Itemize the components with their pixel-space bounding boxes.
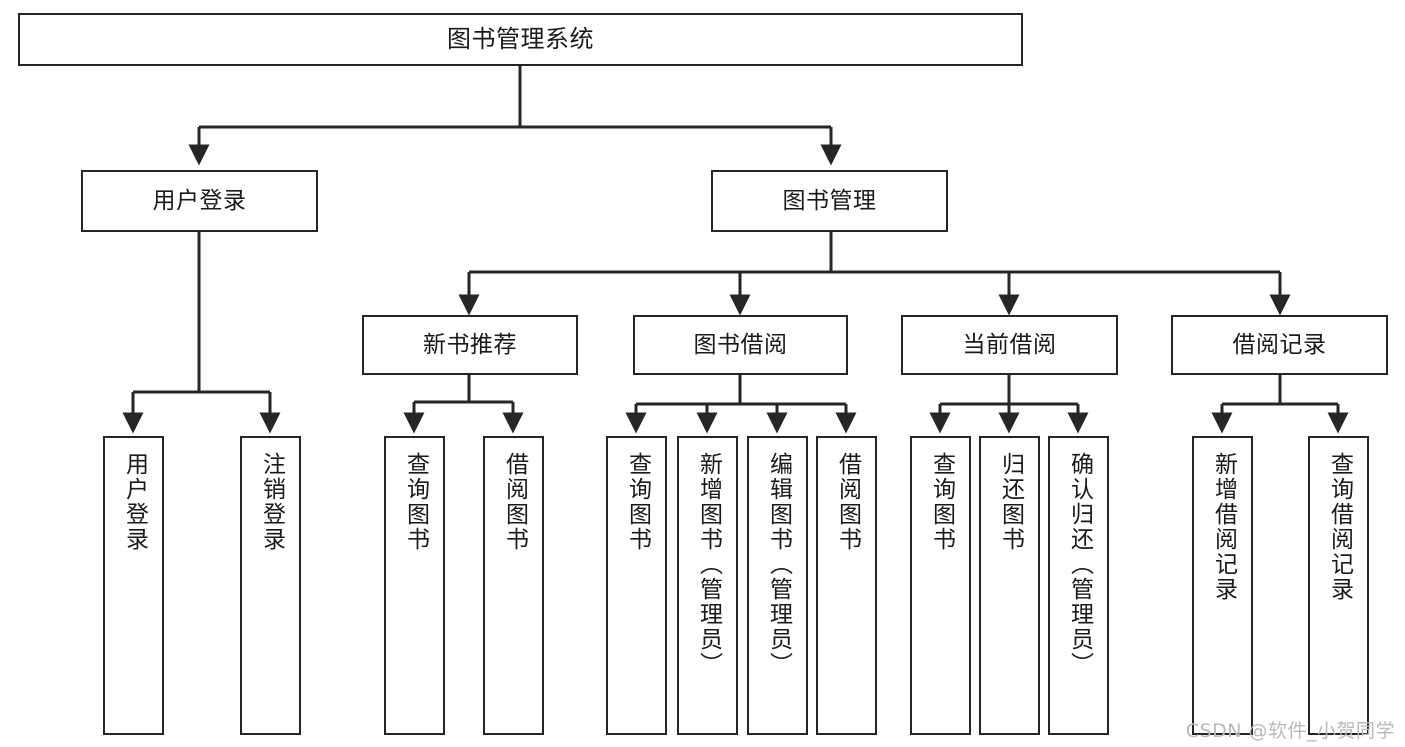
node-label: 查询图书 <box>624 452 651 552</box>
node-leaf-user-login[interactable]: 用户登录 <box>103 436 164 735</box>
node-leaf-query-book-1[interactable]: 查询图书 <box>384 436 445 735</box>
node-user-login[interactable]: 用户登录 <box>81 170 318 232</box>
node-leaf-edit-book-admin[interactable]: 编辑图书（管理员） <box>747 436 808 735</box>
node-leaf-query-book-2[interactable]: 查询图书 <box>606 436 667 735</box>
node-label: 当前借阅 <box>962 331 1057 358</box>
node-book-borrow[interactable]: 图书借阅 <box>633 315 848 375</box>
node-label: 新增图书（管理员） <box>695 452 722 677</box>
node-leaf-query-borrow-record[interactable]: 查询借阅记录 <box>1308 436 1369 735</box>
node-root[interactable]: 图书管理系统 <box>18 13 1023 66</box>
node-label: 查询借阅记录 <box>1326 452 1353 602</box>
node-leaf-borrow-book-2[interactable]: 借阅图书 <box>816 436 877 735</box>
node-book-management[interactable]: 图书管理 <box>711 170 948 232</box>
node-leaf-return-book[interactable]: 归还图书 <box>979 436 1040 735</box>
node-current-borrow[interactable]: 当前借阅 <box>901 315 1118 375</box>
node-label: 查询图书 <box>928 452 955 552</box>
node-label: 图书管理 <box>782 187 877 214</box>
node-leaf-add-borrow-record[interactable]: 新增借阅记录 <box>1192 436 1253 735</box>
node-new-book-recommend[interactable]: 新书推荐 <box>362 315 578 375</box>
node-label: 借阅图书 <box>834 452 861 552</box>
node-label: 新增借阅记录 <box>1210 452 1237 602</box>
node-label: 确认归还（管理员） <box>1066 452 1093 677</box>
node-label: 用户登录 <box>152 187 247 214</box>
node-label: 借阅图书 <box>501 452 528 552</box>
node-label: 借阅记录 <box>1232 331 1327 358</box>
node-label: 查询图书 <box>402 452 429 552</box>
node-leaf-borrow-book-1[interactable]: 借阅图书 <box>483 436 544 735</box>
node-leaf-query-book-3[interactable]: 查询图书 <box>910 436 971 735</box>
node-label: 注销登录 <box>258 452 285 552</box>
node-label: 图书管理系统 <box>447 24 594 53</box>
node-leaf-add-book-admin[interactable]: 新增图书（管理员） <box>677 436 738 735</box>
node-label: 归还图书 <box>997 452 1024 552</box>
node-borrow-record[interactable]: 借阅记录 <box>1171 315 1388 375</box>
node-label: 新书推荐 <box>423 331 517 358</box>
node-label: 用户登录 <box>121 452 148 552</box>
node-label: 编辑图书（管理员） <box>765 452 792 677</box>
node-leaf-confirm-return-admin[interactable]: 确认归还（管理员） <box>1048 436 1109 735</box>
node-leaf-logout-login[interactable]: 注销登录 <box>240 436 301 735</box>
node-label: 图书借阅 <box>693 331 788 358</box>
